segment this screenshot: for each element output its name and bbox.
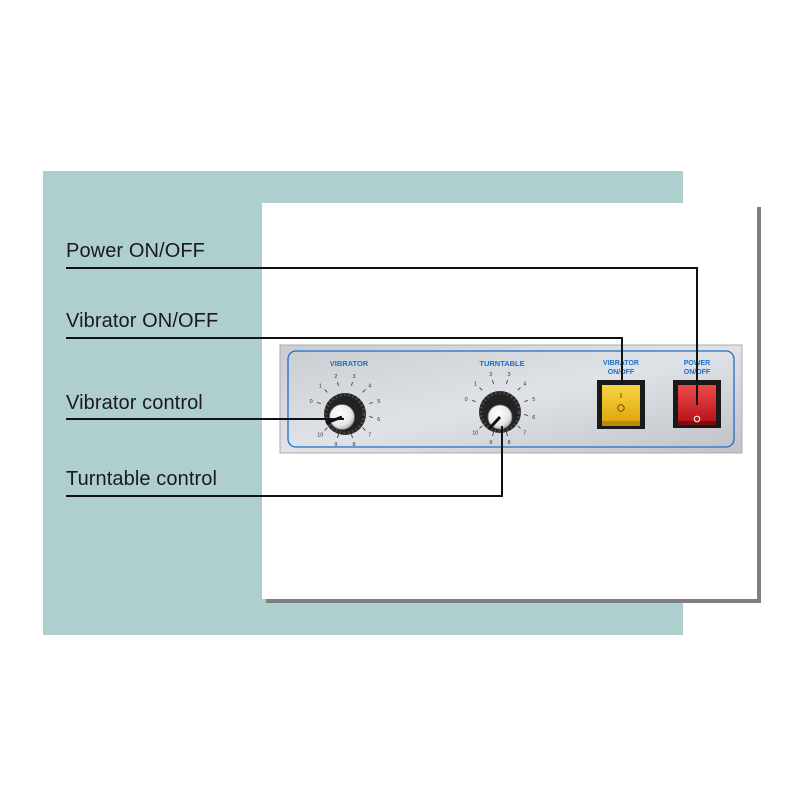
dial-number: 2 [489,372,492,378]
vibrator-knob-label: VIBRATOR [330,359,369,368]
dial-number: 5 [377,399,380,405]
dial-number: 0 [310,399,313,405]
dial-number: 9 [489,440,492,446]
dial-number: 7 [368,433,371,439]
dial-number: 3 [508,372,511,378]
dial-number: 5 [532,397,535,403]
dial-number: 6 [377,417,380,423]
dial-number: 6 [532,415,535,421]
dial-number: 8 [353,442,356,448]
vibrator-knob[interactable] [324,393,366,435]
dial-number: 9 [334,442,337,448]
turntable-knob-label: TURNTABLE [479,359,524,368]
vibrator-switch[interactable] [597,380,645,429]
turntable-knob[interactable] [479,391,521,433]
dial-number: 8 [508,440,511,446]
dial-number: 1 [474,381,477,387]
dial-number: 1 [319,383,322,389]
dial-number: 0 [465,397,468,403]
dial-number: 4 [523,381,526,387]
dial-number: 2 [334,374,337,380]
dial-number: 7 [523,431,526,437]
dial-number: 4 [368,383,371,389]
dial-number: 10 [472,431,478,437]
dial-number: 3 [353,374,356,380]
dial-number: 10 [317,433,323,439]
